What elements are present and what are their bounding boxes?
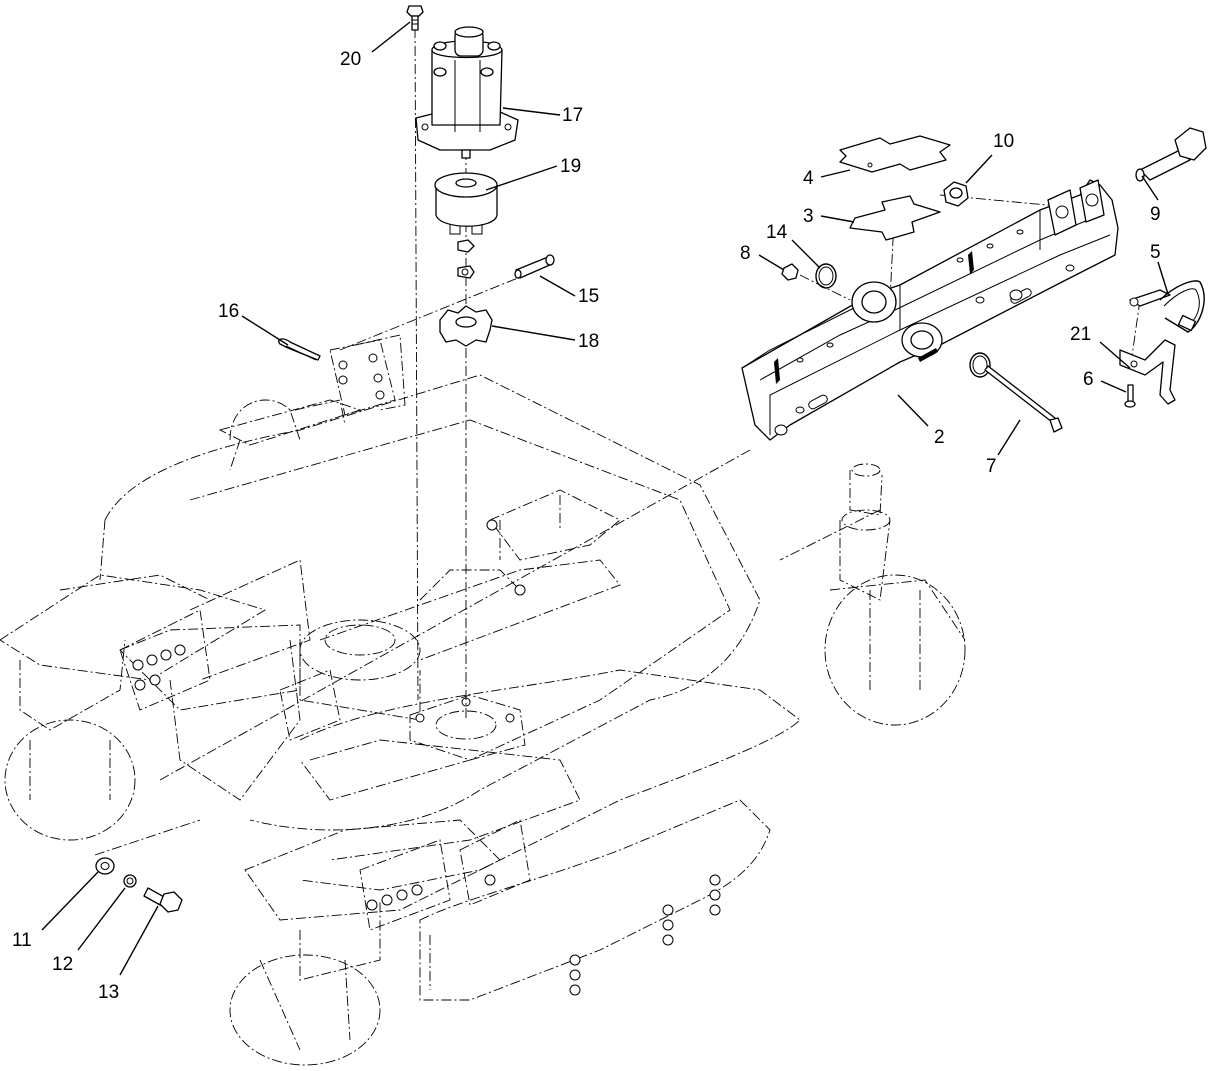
part-8-nut — [781, 263, 799, 281]
part-3-cross-pad — [849, 195, 941, 241]
callout-9: 9 — [1150, 204, 1161, 225]
callout-labels: 20 17 19 4 10 9 3 14 8 5 15 16 18 21 6 2… — [12, 49, 1161, 1003]
callout-11: 11 — [12, 930, 32, 951]
part-2-frame-arm — [741, 179, 1119, 441]
part-12-lock-washer — [123, 874, 137, 888]
assembly-centerlines — [94, 27, 1141, 856]
part-10-nut — [943, 181, 969, 207]
callout-6: 6 — [1083, 369, 1094, 390]
callout-18: 18 — [578, 331, 599, 352]
part-16-cotter-pin — [278, 338, 321, 361]
callout-16: 16 — [218, 301, 239, 322]
callout-10: 10 — [993, 131, 1014, 152]
part-11-washer — [95, 857, 115, 875]
part-4-pad — [839, 135, 951, 173]
callout-4: 4 — [803, 168, 814, 189]
part-9-bolt — [1135, 127, 1207, 182]
callout-7: 7 — [986, 456, 997, 477]
coupler-hardware — [457, 239, 475, 279]
callout-13: 13 — [98, 982, 119, 1003]
callout-15: 15 — [578, 286, 599, 307]
part-18-spider-coupling — [439, 305, 493, 347]
part-20-bolt — [406, 5, 424, 31]
callout-12: 12 — [52, 954, 73, 975]
callout-5: 5 — [1150, 242, 1161, 263]
part-7-long-bolt — [984, 365, 1063, 433]
part-21-bracket — [1119, 339, 1176, 405]
leader-lines — [41, 21, 1169, 976]
callout-21: 21 — [1070, 324, 1091, 345]
callout-17: 17 — [562, 105, 583, 126]
mower-deck-phantom — [0, 334, 966, 1066]
callout-20: 20 — [340, 49, 361, 70]
part-19-coupler — [434, 172, 498, 235]
callout-2: 2 — [934, 427, 945, 448]
part-14-retaining-ring — [815, 263, 837, 289]
part-13-bolt — [143, 887, 183, 913]
part-5-latch-handle — [1129, 280, 1205, 333]
callout-19: 19 — [560, 156, 581, 177]
part-6-screw — [1124, 384, 1136, 408]
callout-3: 3 — [803, 206, 814, 227]
callout-14: 14 — [766, 222, 788, 243]
part-17-motor — [415, 26, 519, 159]
retaining-ring-lower — [969, 352, 991, 378]
callout-8: 8 — [740, 243, 751, 264]
part-15-pin — [514, 254, 555, 279]
deck-plate-holes — [132, 353, 721, 996]
